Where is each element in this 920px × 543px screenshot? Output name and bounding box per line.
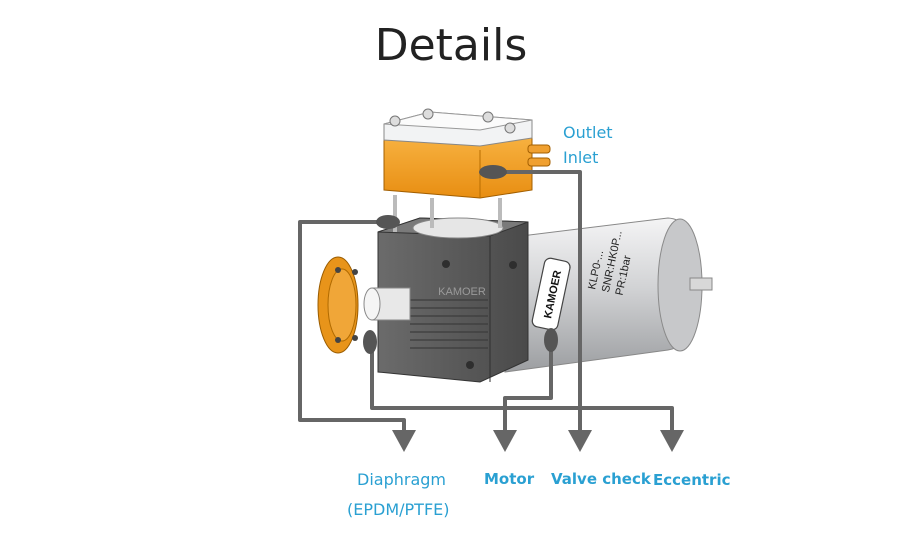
diaphragm-material-label: (EPDM/PTFE) <box>347 500 450 519</box>
pointer-markers <box>363 165 558 354</box>
eccentric-pointer-icon <box>363 330 377 354</box>
callout-arrowheads <box>392 430 684 452</box>
eccentric-shaft <box>363 287 411 321</box>
motor-arrowhead <box>493 430 517 452</box>
motor-cylinder: KAMOER KLP0-... SNR:HK0P... PR:1bar <box>504 217 713 373</box>
valve-head <box>383 108 551 232</box>
eccentric-arrowhead <box>660 430 684 452</box>
diaphragm-arrowhead <box>392 430 416 452</box>
callout-lines <box>298 170 674 432</box>
eccentric-disc <box>317 256 359 354</box>
diaphragm-pointer-icon <box>376 215 400 229</box>
valve-check-callout-line <box>492 170 582 432</box>
valve-check-label: Valve check <box>551 470 651 488</box>
motor-pointer-icon <box>544 328 558 352</box>
outlet-label: Outlet <box>563 123 613 142</box>
inlet-label: Inlet <box>563 148 599 167</box>
page-title: Details <box>374 20 528 71</box>
diaphragm-callout-line <box>298 220 406 432</box>
valve-check-arrowhead <box>568 430 592 452</box>
motor-label: Motor <box>484 470 535 488</box>
valve-pointer-icon <box>479 165 507 179</box>
pump-body: KAMOER <box>377 217 529 383</box>
eccentric-label: Eccentric <box>653 471 731 489</box>
eccentric-callout-line <box>370 345 674 432</box>
motor-callout-line <box>503 342 553 432</box>
diaphragm-label: Diaphragm <box>357 470 446 489</box>
outlet-port <box>527 144 551 154</box>
inlet-port <box>527 157 551 167</box>
head-brand-text: KAMOER <box>438 286 486 298</box>
